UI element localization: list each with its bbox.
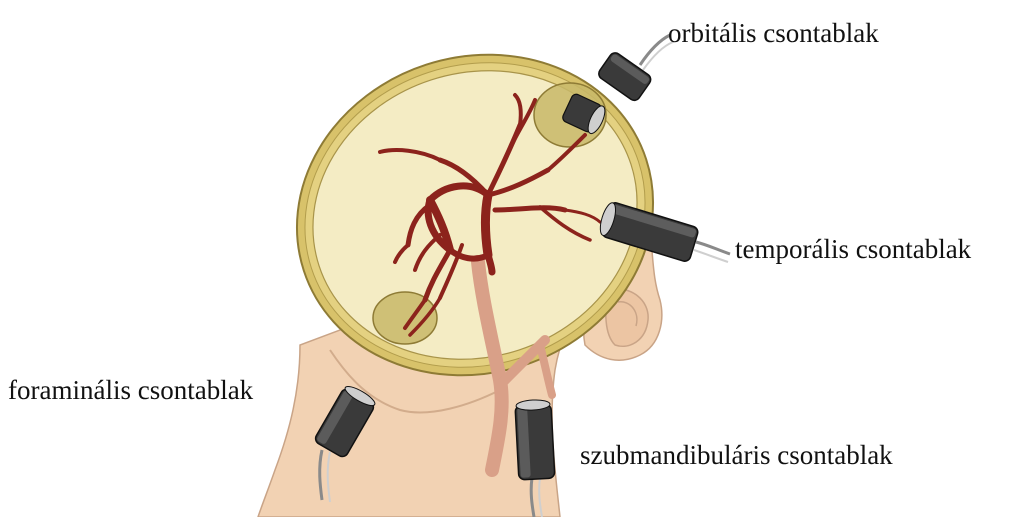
probe-orbital — [596, 35, 673, 103]
label-submandibular-window: szubmandibuláris csontablak — [580, 442, 893, 469]
label-foraminal-window: foraminális csontablak — [8, 377, 253, 404]
label-orbital-window: orbitális csontablak — [668, 20, 879, 47]
label-temporal-window: temporális csontablak — [735, 236, 971, 263]
